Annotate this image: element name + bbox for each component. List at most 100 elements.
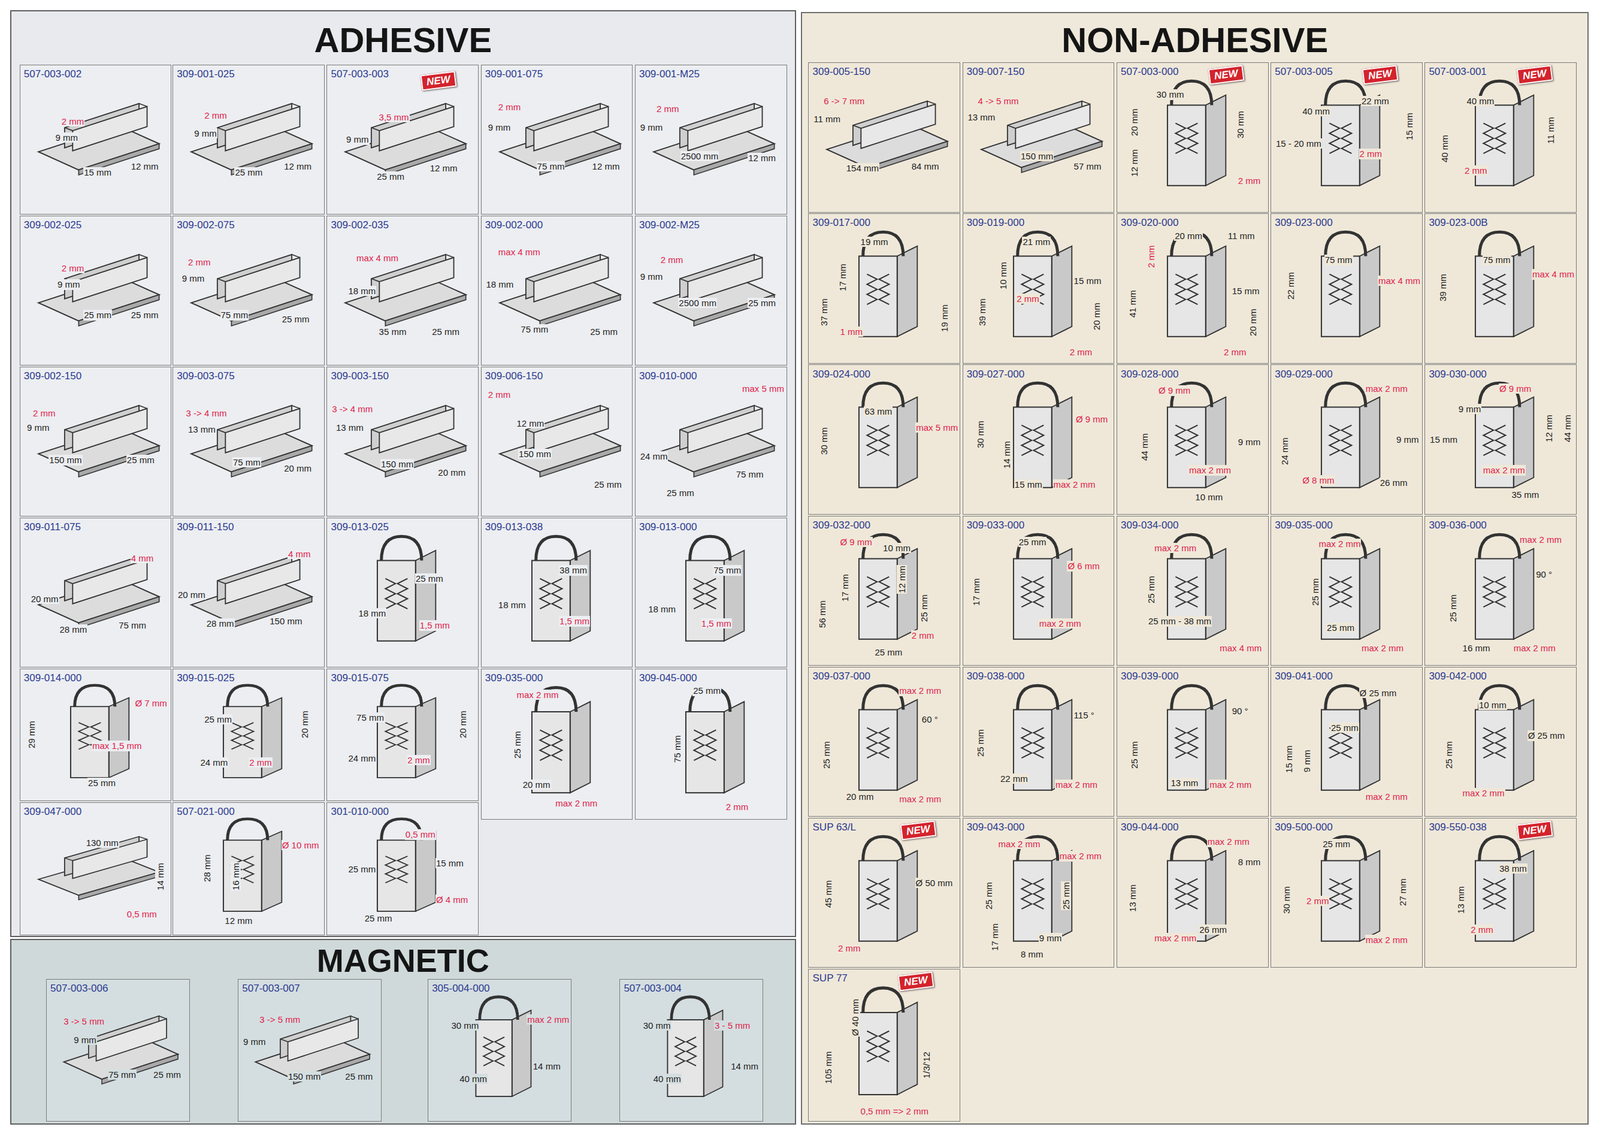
dimension-label: 2 mm bbox=[725, 801, 750, 812]
dimension-label: max 2 mm bbox=[1038, 618, 1082, 629]
dimension-label: max 4 mm bbox=[1219, 642, 1263, 653]
product-cell: 309-013-02525 mm18 mm1,5 mm bbox=[326, 517, 479, 668]
product-cell: 309-041-000Ø 25 mm25 mm15 mm9 mmmax 2 mm bbox=[1270, 666, 1423, 817]
dimension-label: 25 mm bbox=[1310, 577, 1321, 607]
panel-title: ADHESIVE bbox=[11, 22, 795, 58]
part-number: 309-017-000 bbox=[812, 216, 871, 229]
part-number: 309-007-150 bbox=[966, 65, 1025, 78]
part-number: 309-003-075 bbox=[176, 370, 235, 383]
dimension-label: 39 mm bbox=[1437, 273, 1448, 302]
dimension-label: 25 mm bbox=[126, 454, 156, 465]
dimension-label: 9 mm bbox=[639, 122, 664, 133]
new-badge: NEW bbox=[1516, 820, 1553, 840]
dimension-label: 40 mm bbox=[1439, 134, 1450, 164]
product-cell: 309-023-00075 mm22 mmmax 4 mm bbox=[1270, 213, 1423, 364]
dimension-label: max 2 mm bbox=[1059, 850, 1103, 861]
dimension-label: max 2 mm bbox=[898, 793, 942, 804]
dimension-label: 40 mm bbox=[1465, 95, 1495, 107]
product-cell: 309-003-0753 -> 4 mm13 mm75 mm20 mm bbox=[172, 366, 325, 517]
product-cell: 309-015-07575 mm20 mm24 mm2 mm bbox=[326, 668, 479, 801]
dimension-label: 75 mm bbox=[118, 619, 147, 631]
product-cell: 309-017-00019 mm17 mm37 mm19 mm1 mm bbox=[808, 213, 961, 364]
dimension-label: Ø 6 mm bbox=[1066, 560, 1100, 571]
dimension-label: max 2 mm bbox=[516, 689, 560, 700]
dimension-label: 15 mm bbox=[1404, 112, 1415, 141]
product-cell: 309-038-000115 °25 mm22 mmmax 2 mm bbox=[962, 666, 1115, 817]
dimension-label: 15 mm bbox=[1073, 275, 1103, 286]
part-number: 309-037-000 bbox=[812, 670, 871, 683]
dimension-label: 12 mm bbox=[224, 915, 253, 926]
product-cell: 309-042-00010 mmØ 25 mm25 mmmax 2 mm bbox=[1424, 666, 1577, 817]
product-illustration bbox=[963, 667, 1115, 816]
dimension-label: 2 mm bbox=[187, 256, 212, 268]
dimension-label: 75 mm bbox=[107, 1069, 137, 1080]
product-illustration bbox=[46, 979, 190, 1121]
part-number: 309-019-000 bbox=[966, 216, 1025, 229]
product-cell: 309-039-00090 °25 mm13 mmmax 2 mm bbox=[1116, 666, 1269, 817]
dimension-label: 15 mm bbox=[1429, 434, 1459, 445]
part-number: 305-004-000 bbox=[431, 982, 491, 995]
dimension-label: 35 mm bbox=[1510, 489, 1540, 500]
product-cell: 309-027-000Ø 9 mm30 mm14 mm15 mmmax 2 mm bbox=[962, 364, 1115, 514]
product-illustration bbox=[808, 969, 960, 1122]
product-illustration bbox=[808, 62, 960, 212]
part-number: 309-023-000 bbox=[1274, 216, 1333, 229]
dimension-label: max 2 mm bbox=[1207, 836, 1251, 847]
part-number: 309-042-000 bbox=[1428, 670, 1487, 683]
part-number: 309-013-000 bbox=[638, 521, 698, 534]
dimension-label: 25 mm bbox=[87, 777, 117, 788]
new-badge: NEW bbox=[1208, 65, 1245, 85]
part-number: 507-021-000 bbox=[176, 805, 235, 818]
dimension-label: 2 mm bbox=[660, 254, 685, 265]
dimension-label: 12 mm bbox=[747, 152, 777, 163]
dimension-label: 25 mm bbox=[1129, 740, 1140, 770]
part-number: 309-002-M25 bbox=[638, 219, 701, 232]
dimension-label: 9 mm bbox=[487, 122, 512, 133]
part-number: 507-003-003 bbox=[330, 68, 390, 81]
dimension-label: 39 mm bbox=[977, 297, 988, 327]
dimension-label: 20 mm bbox=[457, 709, 468, 739]
dimension-label: 84 mm bbox=[911, 161, 940, 172]
product-illustration bbox=[963, 62, 1115, 212]
dimension-label: 15 mm bbox=[435, 857, 465, 868]
dimension-label: max 2 mm bbox=[898, 685, 942, 696]
part-number: 507-003-007 bbox=[241, 982, 301, 995]
dimension-label: 11 mm bbox=[1545, 116, 1556, 145]
dimension-label: 154 mm bbox=[845, 162, 880, 174]
part-number: 309-500-000 bbox=[1274, 821, 1333, 834]
dimension-label: 25 mm bbox=[873, 646, 903, 658]
dimension-label: 25 mm bbox=[203, 714, 233, 725]
dimension-label: 20 mm bbox=[1247, 307, 1258, 337]
dimension-label: 4 -> 5 mm bbox=[977, 95, 1019, 107]
dimension-label: max 2 mm bbox=[554, 797, 598, 809]
dimension-label: 25 mm bbox=[83, 309, 113, 320]
dimension-label: 11 mm bbox=[812, 113, 842, 124]
dimension-label: 17 mm bbox=[989, 922, 1000, 952]
category-panel: ADHESIVE507-003-0022 mm9 mm15 mm12 mm309… bbox=[10, 10, 797, 937]
dimension-label: 25 mm bbox=[593, 479, 623, 490]
product-cell: 309-036-000max 2 mm90 °25 mm16 mmmax 2 m… bbox=[1424, 515, 1577, 666]
dimension-label: 2 mm bbox=[911, 630, 936, 641]
dimension-label: 25 mm bbox=[234, 167, 263, 178]
dimension-label: 150 mm bbox=[380, 458, 414, 470]
dimension-label: 2 mm bbox=[1015, 293, 1040, 304]
dimension-label: 75 mm bbox=[536, 161, 566, 172]
part-number: 309-030-000 bbox=[1428, 368, 1487, 381]
dimension-label: 12 mm bbox=[516, 418, 546, 429]
dimension-label: 9 mm bbox=[193, 128, 218, 139]
product-cell: 309-043-000max 2 mmmax 2 mm25 mm25 mm17 … bbox=[962, 817, 1115, 968]
product-cell: 309-002-035max 4 mm18 mm35 mm25 mm bbox=[326, 215, 479, 366]
dimension-label: 25 mm bbox=[975, 728, 986, 758]
part-number: 507-003-001 bbox=[1428, 65, 1487, 78]
dimension-label: 63 mm bbox=[863, 406, 893, 417]
dimension-label: 12 mm bbox=[283, 161, 313, 172]
part-number: 309-011-150 bbox=[176, 521, 235, 534]
product-illustration bbox=[481, 65, 633, 214]
dimension-label: 40 mm bbox=[1301, 106, 1331, 117]
dimension-label: 22 mm bbox=[1285, 271, 1296, 301]
dimension-label: 150 mm bbox=[1020, 150, 1054, 162]
dimension-label: 25 mm bbox=[152, 1069, 182, 1080]
dimension-label: 19 mm bbox=[860, 236, 889, 247]
category-panel: NON-ADHESIVE309-005-1506 -> 7 mm11 mm154… bbox=[800, 11, 1589, 1125]
dimension-label: 25 mm bbox=[666, 487, 695, 498]
